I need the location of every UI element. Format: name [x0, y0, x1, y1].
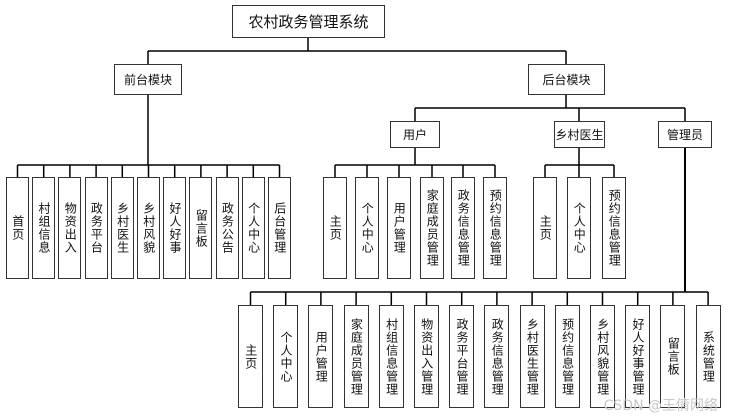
feature-node: 系统管理	[695, 305, 721, 408]
feature-node: 村组信息	[32, 177, 56, 279]
feature-node: 好人好事	[163, 177, 187, 279]
feature-node: 用户管理	[308, 305, 334, 408]
feature-node: 预约信息管理	[554, 305, 580, 408]
feature-node: 首页	[6, 177, 29, 279]
doctor-role-node: 乡村医生	[554, 121, 605, 148]
feature-node: 政务平台	[84, 177, 108, 279]
feature-node: 个人中心	[241, 177, 265, 279]
feature-node: 个人中心	[567, 177, 591, 279]
feature-node: 主页	[323, 177, 347, 279]
root-node: 农村政务管理系统	[232, 5, 385, 38]
feature-node: 家庭成员管理	[420, 177, 444, 279]
watermark: CSDN @王倩网络	[603, 398, 718, 414]
feature-node: 留言板	[660, 305, 686, 408]
feature-node: 用户管理	[387, 177, 411, 279]
feature-node: 政务平台管理	[449, 305, 475, 408]
feature-node: 乡村医生	[110, 177, 134, 279]
feature-node: 物资出入	[58, 177, 82, 279]
feature-node: 村组信息管理	[378, 305, 404, 408]
back-module-node: 后台模块	[528, 64, 605, 95]
feature-node: 后台管理	[268, 177, 291, 279]
feature-node: 物资出入管理	[414, 305, 439, 408]
feature-node: 留言板	[189, 177, 213, 279]
feature-node: 乡村风貌	[137, 177, 160, 279]
feature-node: 预约信息管理	[483, 177, 507, 279]
feature-node: 预约信息管理	[602, 177, 626, 279]
admin-role-node: 管理员	[658, 121, 712, 148]
user-role-node: 用户	[390, 121, 440, 148]
feature-node: 政务信息管理	[484, 305, 510, 408]
feature-node: 好人好事管理	[625, 305, 651, 408]
feature-node: 家庭成员管理	[343, 305, 369, 408]
feature-node: 个人中心	[273, 305, 299, 408]
feature-node: 个人中心	[355, 177, 379, 279]
front-module-node: 前台模块	[114, 64, 182, 95]
feature-node: 主页	[238, 305, 263, 408]
feature-node: 乡村医生管理	[519, 305, 545, 408]
feature-node: 乡村风貌管理	[590, 305, 615, 408]
feature-node: 主页	[533, 177, 557, 279]
feature-node: 政务公告	[215, 177, 239, 279]
feature-node: 政务信息管理	[451, 177, 475, 279]
